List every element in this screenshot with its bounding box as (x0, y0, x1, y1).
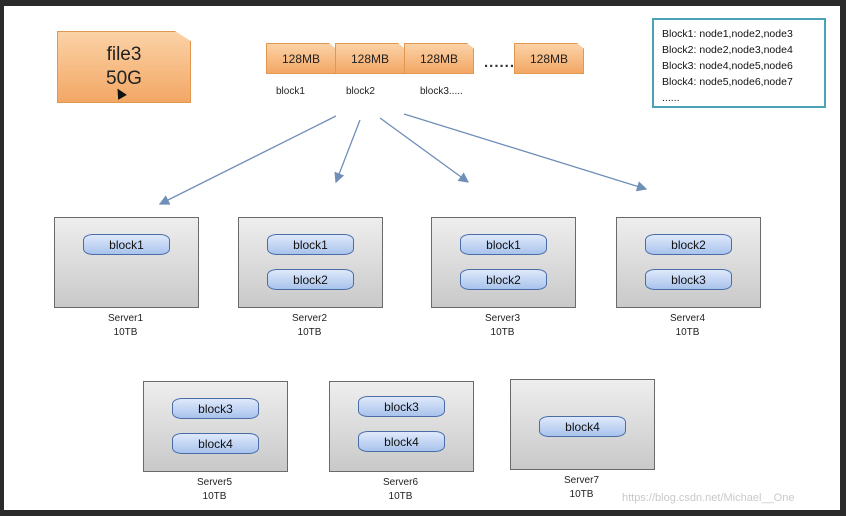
server-capacity: 10TB (388, 491, 413, 502)
chunk-ellipsis: ...... (484, 54, 516, 71)
server-name: Server2 (291, 313, 327, 324)
disk-block: block3 (172, 398, 259, 419)
chunk-block: 128MB (514, 43, 584, 74)
arrow-to-server2 (334, 119, 361, 184)
server-name: Server7 (563, 475, 599, 486)
arrow-to-server1 (158, 115, 337, 205)
server-box: block4 (510, 379, 655, 470)
arrow-to-server3 (379, 117, 470, 183)
disk-block: block2 (267, 269, 354, 290)
disk-block: block2 (460, 269, 547, 290)
server-name: Server1 (107, 313, 143, 324)
server-label: Server3 10TB (431, 312, 574, 340)
watermark: https://blog.csdn.net/Michael__One (622, 492, 795, 504)
disk-block: block4 (539, 416, 626, 437)
chunk-block: 128MB (335, 43, 405, 74)
mapping-line: Block4: node5,node6,node7 (662, 76, 793, 88)
server-label: Server4 10TB (616, 312, 759, 340)
mapping-line: ...... (662, 92, 680, 104)
disk-block: block4 (358, 431, 445, 452)
server-box: block1 block2 (431, 217, 576, 308)
file-name: file3 (106, 44, 142, 65)
server-name: Server4 (669, 313, 705, 324)
server-name: Server5 (196, 477, 232, 488)
mapping-line: Block2: node2,node3,node4 (662, 44, 793, 56)
mapping-line: Block3: node4,node5,node6 (662, 60, 793, 72)
distribution-arrows (158, 113, 648, 205)
server-box: block3 block4 (143, 381, 288, 472)
server-name: Server3 (484, 313, 520, 324)
server-box: block1 block2 (238, 217, 383, 308)
server-box: block1 (54, 217, 199, 308)
server-label: Server6 10TB (329, 476, 472, 504)
disk-block: block3 (358, 396, 445, 417)
server-label: Server5 10TB (143, 476, 286, 504)
server-label: Server2 10TB (238, 312, 381, 340)
disk-block: block1 (267, 234, 354, 255)
disk-block: block1 (460, 234, 547, 255)
server-label: Server1 10TB (54, 312, 197, 340)
disk-block: block3 (645, 269, 732, 290)
server-name: Server6 (382, 477, 418, 488)
server-capacity: 10TB (202, 491, 227, 502)
disk-block: block2 (645, 234, 732, 255)
server-capacity: 10TB (297, 327, 322, 338)
mapping-line: Block1: node1,node2,node3 (662, 28, 793, 40)
server-capacity: 10TB (113, 327, 138, 338)
disk-block: block1 (83, 234, 170, 255)
chunk-label: block1 (276, 86, 305, 97)
server-box: block3 block4 (329, 381, 474, 472)
chunk-label: block3..... (420, 86, 463, 97)
block-node-mapping: Block1: node1,node2,node3 Block2: node2,… (652, 18, 826, 108)
server-capacity: 10TB (675, 327, 700, 338)
server-capacity: 10TB (490, 327, 515, 338)
chunk-block: 128MB (404, 43, 474, 74)
diagram-canvas: file3 50G 128MB 128MB 128MB ...... 128MB… (4, 6, 840, 510)
server-box: block2 block3 (616, 217, 761, 308)
file-icon: file3 50G (57, 31, 191, 103)
chunk-label: block2 (346, 86, 375, 97)
server-label: Server7 10TB (510, 474, 653, 502)
server-capacity: 10TB (569, 489, 594, 500)
disk-block: block4 (172, 433, 259, 454)
arrow-to-server4 (403, 113, 648, 192)
file-size: 50G (106, 68, 142, 89)
